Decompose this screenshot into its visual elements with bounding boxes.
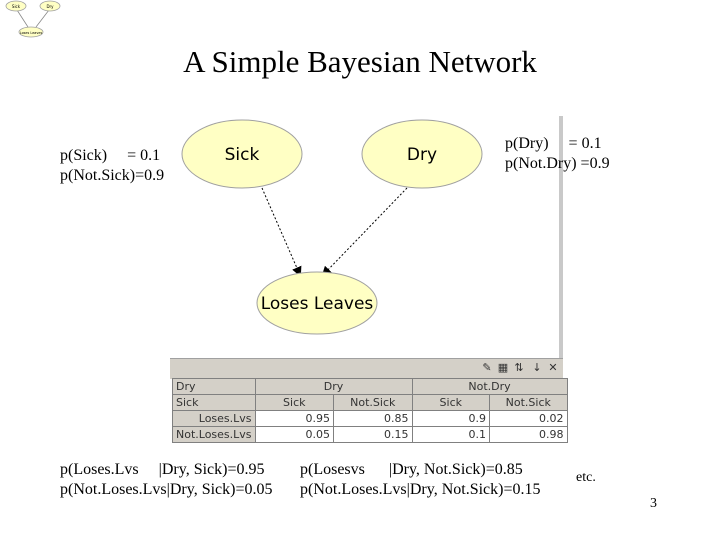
cpt-cell[interactable]: 0.15	[333, 426, 413, 443]
cpt-row-label: Loses.Lvs	[172, 410, 256, 427]
cpt-cell[interactable]: 0.9	[411, 410, 491, 427]
table-row: Loses.Lvs 0.95 0.85 0.9 0.02	[172, 410, 568, 427]
node-dry-label: Dry	[407, 145, 437, 165]
prob-loses-dry-notsick: p(Losesvs |Dry, Not.Sick)=0.85	[300, 461, 523, 478]
prob-notloses-dry-notsick: p(Not.Loses.Lvs|Dry, Not.Sick)=0.15	[300, 481, 541, 498]
cpt-cell[interactable]: 0.85	[333, 410, 413, 427]
prob-sick-text: p(Sick) = 0.1	[60, 147, 161, 164]
cpt-cell[interactable]: 0.1	[411, 426, 491, 443]
panel-scrollbar[interactable]	[559, 116, 563, 378]
cpt-cell[interactable]: 0.98	[489, 426, 568, 443]
cpt-cell[interactable]: 0.95	[254, 410, 335, 427]
page-number: 3	[650, 496, 657, 511]
panel-toolbar: ✎ ▦ ⇅ ↓ ✕	[170, 358, 563, 379]
prob-notloses-dry-sick: p(Not.Loses.Lvs|Dry, Sick)=0.05	[60, 481, 273, 498]
cpt-row-header-sick: Sick	[172, 394, 256, 411]
cpt-notsick-value: Not.Sick	[333, 394, 413, 411]
thumb-sick-label: Sick	[12, 4, 21, 9]
sort-icon[interactable]: ⇅	[514, 361, 524, 374]
cpt-table: Dry Dry Not.Dry Sick Sick Not.Sick Sick …	[172, 378, 568, 443]
network-diagram: Sick Dry Loses Leaves	[181, 119, 483, 335]
cpt-sick-value: Sick	[254, 394, 335, 411]
node-sick-label: Sick	[225, 145, 260, 165]
cpt-cell[interactable]: 0.05	[254, 426, 335, 443]
node-loses-leaves[interactable]: Loses Leaves	[256, 271, 378, 335]
cpt-row-label: Not.Loses.Lvs	[172, 426, 256, 443]
table-row: Not.Loses.Lvs 0.05 0.15 0.1 0.98	[172, 426, 568, 443]
thumb-loses-label: Loses Leaves	[20, 31, 43, 35]
edge-sick-loses	[261, 187, 302, 277]
node-loses-label: Loses Leaves	[261, 294, 374, 314]
etc-text: etc.	[576, 470, 596, 485]
thumb-dry-label: Dry	[46, 4, 54, 9]
prob-notsick-text: p(Not.Sick)=0.9	[60, 167, 165, 184]
network-thumbnail-icon: Sick Dry Loses Leaves	[5, 0, 61, 38]
cpt-row-header-dry: Dry	[172, 378, 256, 395]
cpt-notdry-value: Not.Dry	[411, 378, 568, 395]
node-sick[interactable]: Sick	[181, 119, 303, 189]
close-icon[interactable]: ✕	[548, 361, 558, 374]
prob-dry-text: p(Dry) = 0.1	[505, 135, 602, 152]
prob-notdry-text: p(Not.Dry) =0.9	[505, 155, 610, 172]
cpt-dry-value: Dry	[254, 378, 413, 395]
edit-icon[interactable]: ✎	[482, 361, 492, 374]
grid-icon[interactable]: ▦	[497, 361, 509, 374]
prob-loses-dry-sick: p(Loses.Lvs |Dry, Sick)=0.95	[60, 461, 265, 478]
cpt-notsick-value: Not.Sick	[489, 394, 568, 411]
cpt-sick-value: Sick	[411, 394, 491, 411]
edge-dry-loses	[321, 187, 408, 277]
cpt-cell[interactable]: 0.02	[489, 410, 568, 427]
node-dry[interactable]: Dry	[361, 119, 483, 189]
sort-down-icon[interactable]: ↓	[532, 361, 542, 374]
page-title: A Simple Bayesian Network	[183, 44, 537, 79]
